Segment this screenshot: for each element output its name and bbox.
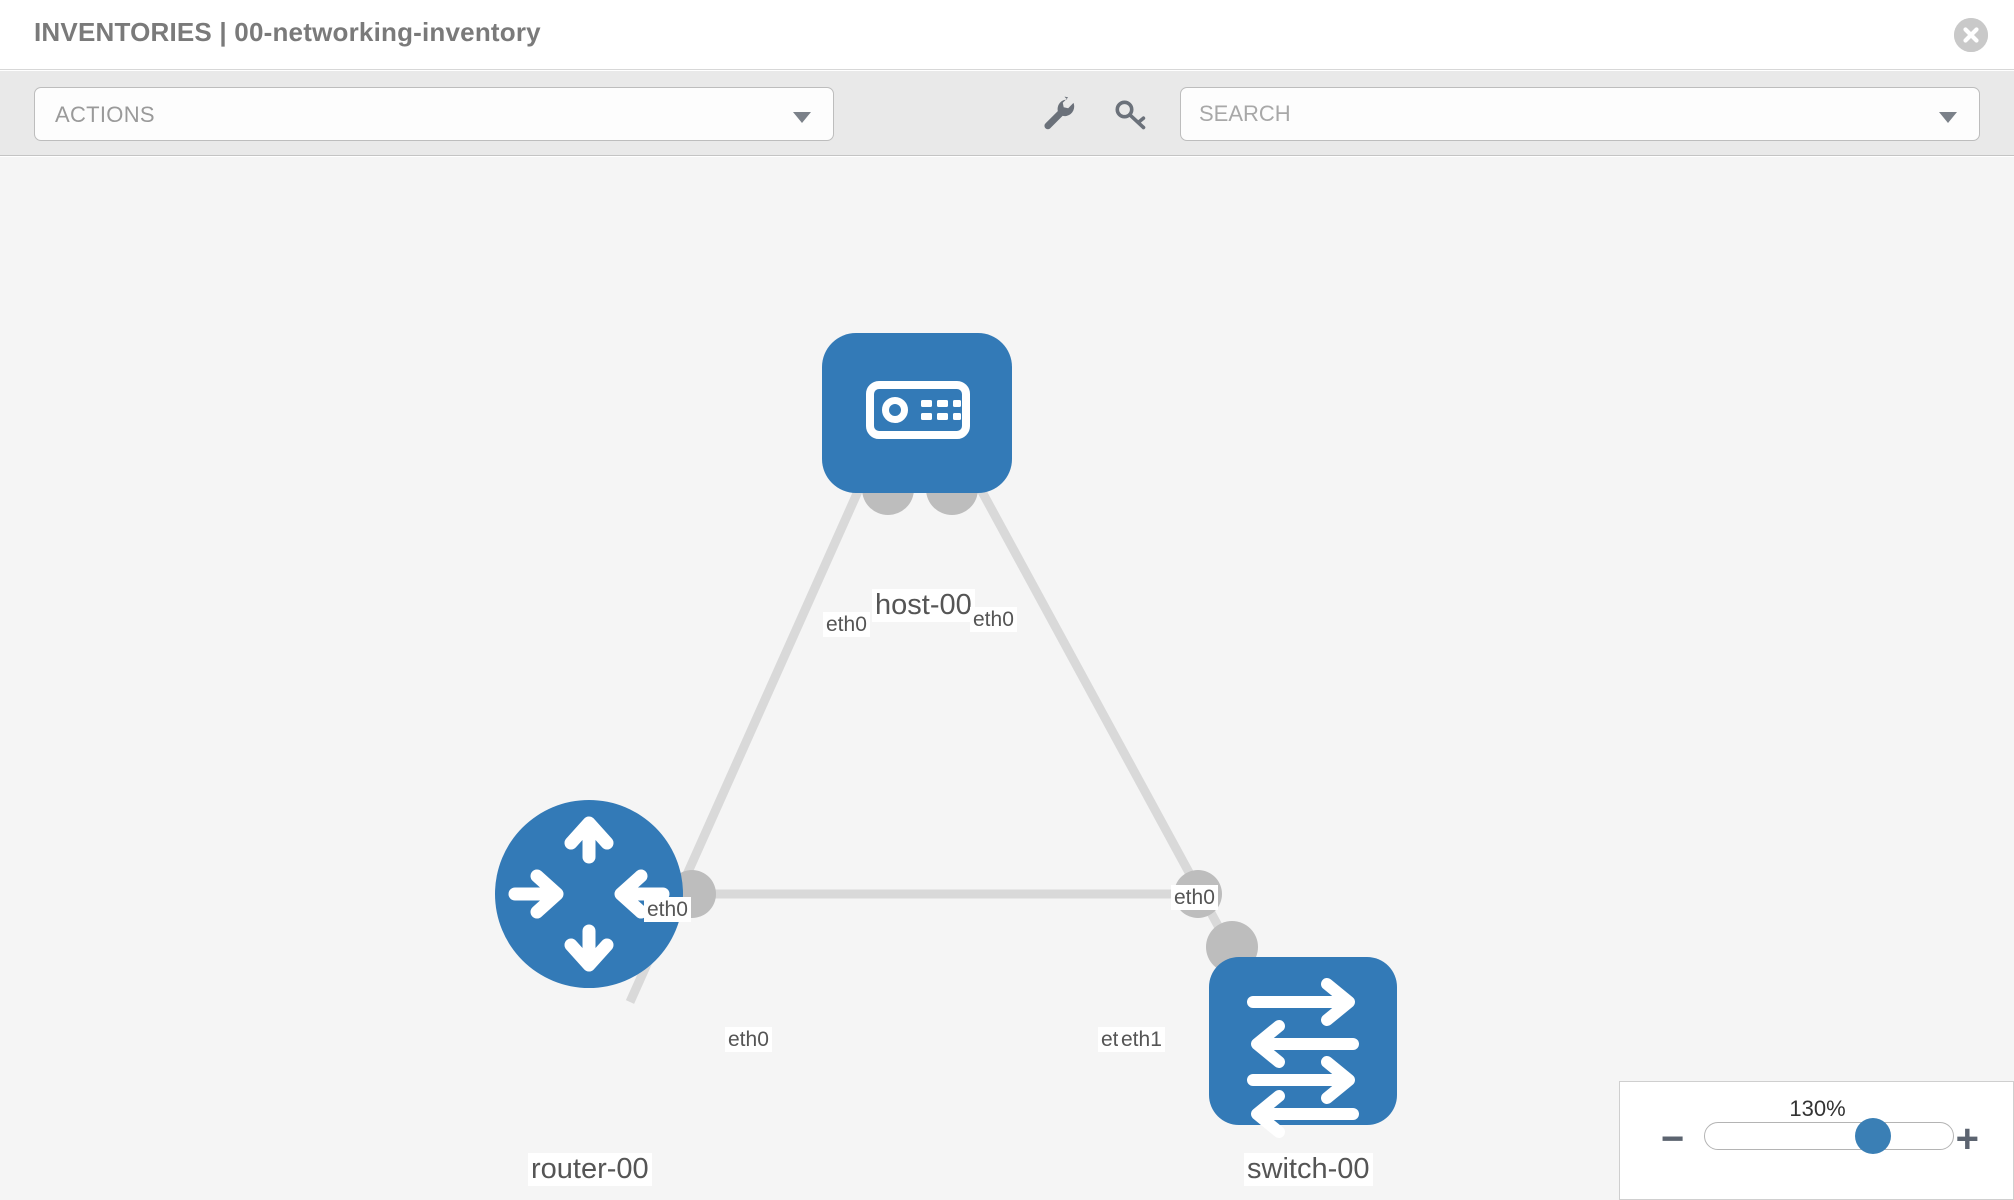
iface-label-router-right: eth0 xyxy=(725,1027,772,1052)
iface-label-router-up: eth0 xyxy=(644,897,691,922)
link-host-switch xyxy=(951,439,1239,960)
iface-label-host-left: eth0 xyxy=(823,612,870,637)
node-label-switch-00: switch-00 xyxy=(1244,1153,1373,1186)
key-icon[interactable] xyxy=(1110,93,1152,135)
iface-label-switch-up: eth0 xyxy=(1171,885,1218,910)
server-icon xyxy=(866,381,970,439)
zoom-in-button[interactable]: + xyxy=(1955,1117,1979,1161)
chevron-down-icon[interactable] xyxy=(1939,112,1957,123)
iface-label-switch-left: eth1 xyxy=(1118,1027,1165,1052)
zoom-slider-track[interactable] xyxy=(1704,1118,1954,1154)
zoom-slider-thumb[interactable] xyxy=(1855,1118,1891,1154)
node-router-00 xyxy=(495,800,683,988)
close-icon[interactable] xyxy=(1954,18,1988,52)
actions-dropdown-label: ACTIONS xyxy=(55,102,155,127)
chevron-down-icon xyxy=(793,112,811,123)
router-arrows-icon xyxy=(508,816,670,972)
node-label-host-00: host-00 xyxy=(872,589,975,622)
topology-graph xyxy=(495,333,1397,1138)
iface-label-host-right: eth0 xyxy=(970,607,1017,632)
node-host-00 xyxy=(822,333,1012,493)
topology-links xyxy=(625,439,1239,1004)
topology-canvas[interactable]: host-00 eth0 eth0 eth0 eth0 eth0 eth eth… xyxy=(0,157,2014,1200)
page-title: INVENTORIES | 00-networking-inventory xyxy=(34,17,541,47)
toolbar: ACTIONS xyxy=(0,71,2014,156)
wrench-icon[interactable] xyxy=(1038,93,1080,135)
zoom-out-button[interactable]: − xyxy=(1661,1117,1685,1161)
page-header: INVENTORIES | 00-networking-inventory xyxy=(0,0,2014,70)
node-label-router-00: router-00 xyxy=(528,1153,652,1186)
zoom-level-value: 130% xyxy=(1789,1096,1846,1121)
actions-dropdown[interactable]: ACTIONS xyxy=(34,87,834,141)
zoom-control-panel: 130% − + xyxy=(1619,1081,2014,1200)
search-input[interactable] xyxy=(1199,88,1919,140)
switch-arrows-icon xyxy=(1247,978,1359,1138)
node-switch-00 xyxy=(1209,957,1397,1138)
search-box[interactable] xyxy=(1180,87,1980,141)
